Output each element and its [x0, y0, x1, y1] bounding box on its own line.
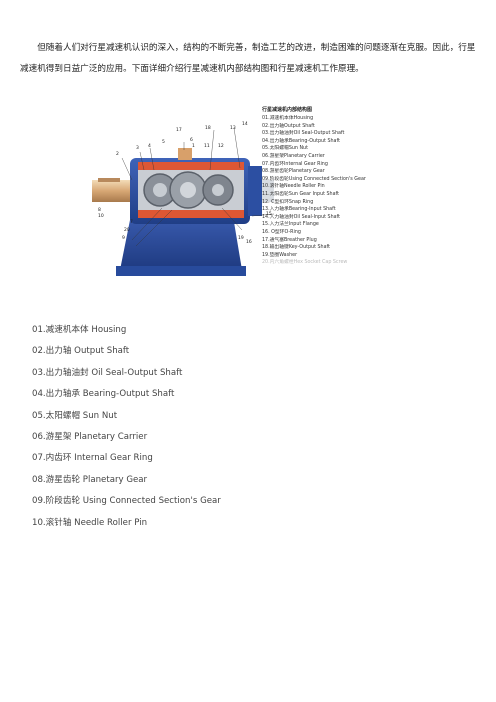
callout-17: 17	[176, 128, 182, 133]
parts-list-item: 08.游星齿轮 Planetary Gear	[32, 474, 148, 485]
gearbox-cutaway-image	[92, 127, 275, 276]
legend-item: 10.滚针轴Needle Roller Pin	[262, 184, 325, 190]
callout-3: 3	[136, 146, 139, 151]
callout-5: 5	[162, 140, 165, 145]
callout-19: 19	[238, 236, 244, 241]
parts-list-item: 03.出力轴油封 Oil Seal-Output Shaft	[32, 367, 183, 378]
parts-list-item: 05.太阳螺帽 Sun Nut	[32, 410, 118, 421]
legend-item: 14.入力轴油封Oil Seal-Input Shaft	[262, 214, 341, 220]
legend-item: 06.游星架Planetary Carrier	[262, 153, 325, 159]
callout-13: 13	[230, 126, 236, 131]
intro-text: 但随着人们对行星减速机认识的深入，结构的不断完善，制造工艺的改进，制造困难的问题…	[20, 43, 476, 74]
parts-list-item: 09.阶段齿轮 Using Connected Section's Gear	[32, 496, 221, 507]
legend-item: 09.阶段齿轮Using Connected Section's Gear	[262, 176, 366, 182]
legend-item: 20.内六角螺栓Hex Socket Cap Screw	[262, 260, 348, 266]
callout-2: 2	[116, 152, 119, 157]
callout-lines	[121, 127, 275, 247]
callout-6: 6	[190, 138, 193, 143]
parts-list-item: 02.出力轴 Output Shaft	[32, 346, 130, 357]
callout-4: 4	[148, 144, 151, 149]
legend-item: 15.入力法兰Input Flange	[262, 222, 319, 228]
parts-list: 01.减速机本体 Housing 02.出力轴 Output Shaft 03.…	[32, 320, 472, 534]
callout-10: 10	[98, 214, 104, 219]
legend-item: 05.太阳螺帽Sun Nut	[262, 146, 308, 152]
callout-16: 16	[246, 240, 252, 245]
callout-9: 9	[122, 236, 125, 241]
callout-11: 11	[204, 144, 210, 149]
planetary-gears	[143, 171, 234, 209]
gearbox-cutaway-figure: 2 3 4 5 17 6 18 13 14 1 11 12 8 10 7 20 …	[92, 100, 422, 300]
legend-item: 02.出力轴Output Shaft	[262, 123, 315, 129]
input-shaft	[262, 180, 274, 202]
callout-15: 15	[266, 212, 272, 217]
parts-list-item: 04.出力轴承 Bearing-Output Shaft	[32, 389, 175, 400]
breather-plug	[178, 148, 192, 160]
legend-item: 08.游星齿轮Planetary Gear	[262, 169, 325, 175]
legend-item: 07.内齿环Internal Gear Ring	[262, 161, 328, 167]
parts-list-item: 01.减速机本体 Housing	[32, 325, 127, 335]
parts-list-item: 06.游星架 Planetary Carrier	[32, 431, 148, 442]
legend-item: 17.通气塞Breather Plug	[262, 237, 317, 243]
legend-item: 11.太阳齿轮Sun Gear Input Shaft	[262, 191, 340, 197]
callout-12: 12	[218, 144, 224, 149]
diagram-legend: 行星减速机内部结构图 01.减速机本体Housing 02.出力轴Output …	[262, 106, 432, 267]
parts-list-item: 07.内齿环 Internal Gear Ring	[32, 453, 153, 464]
callout-14: 14	[242, 122, 248, 127]
output-shaft	[92, 180, 132, 202]
callout-8: 8	[98, 208, 101, 213]
callout-18: 18	[205, 126, 211, 131]
legend-item: 19.垫圈Washer	[262, 252, 298, 258]
callout-1: 1	[192, 144, 195, 149]
legend-item: 01.减速机本体Housing	[262, 116, 314, 121]
legend-item: 03.出力轴油封Oil Seal-Output Shaft	[262, 131, 345, 137]
parts-list-item: 10.滚针轴 Needle Roller Pin	[32, 517, 148, 528]
input-flange	[248, 166, 262, 216]
legend-item: 13.入力轴承Bearing-Input Shaft	[262, 207, 336, 213]
callout-20: 20	[124, 228, 130, 233]
legend-item: 16. O型环O-Ring	[262, 229, 301, 235]
legend-title: 行星减速机内部结构图	[262, 107, 313, 113]
legend-item: 12. C型扣环Snap Ring	[262, 199, 314, 205]
legend-item: 04.出力轴承Bearing-Output Shaft	[262, 138, 340, 144]
housing-foot	[120, 210, 242, 270]
legend-item: 18.输出轴键Key-Output Shaft	[262, 245, 330, 251]
base-plate	[116, 266, 246, 276]
intro-paragraph: 但随着人们对行星减速机认识的深入，结构的不断完善，制造工艺的改进，制造困难的问题…	[20, 38, 476, 80]
callout-7: 7	[130, 220, 133, 225]
